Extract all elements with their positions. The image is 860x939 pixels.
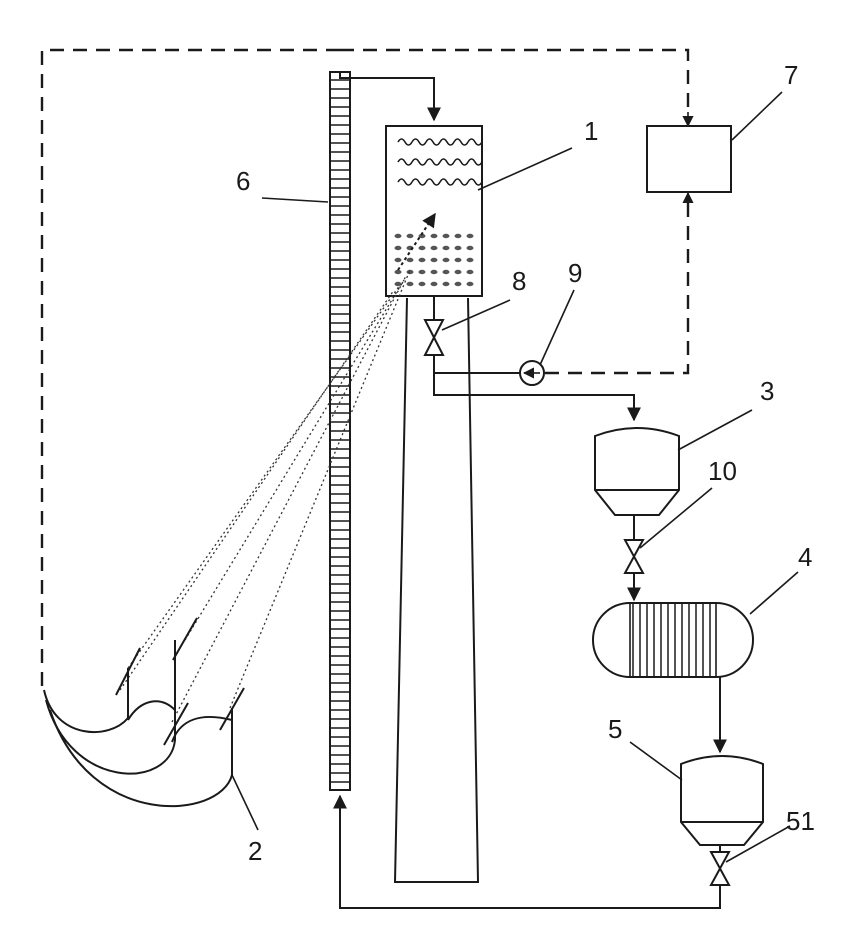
receiver (386, 126, 482, 296)
controller-7 (647, 126, 731, 192)
valve-51 (340, 796, 729, 908)
tank-5 (681, 756, 763, 845)
tower (330, 72, 350, 790)
label-tank-upper: 3 (760, 376, 774, 406)
support-structure (395, 298, 478, 882)
label-heat-exchanger: 4 (798, 542, 812, 572)
valve-10 (625, 515, 643, 600)
valve-8 (425, 296, 634, 420)
label-heliostat: 2 (248, 836, 262, 866)
label-valve-top: 8 (512, 266, 526, 296)
feed-line (340, 72, 434, 120)
control-signal-lines (42, 50, 688, 690)
label-valve-mid: 10 (708, 456, 737, 486)
tank-3 (595, 428, 679, 515)
label-tank-lower: 5 (608, 714, 622, 744)
label-sensor: 9 (568, 258, 582, 288)
label-receiver: 1 (584, 116, 598, 146)
label-controller: 7 (784, 60, 798, 90)
label-valve-bottom: 51 (786, 806, 815, 836)
heliostat-field (44, 618, 244, 806)
label-tower: 6 (236, 166, 250, 196)
